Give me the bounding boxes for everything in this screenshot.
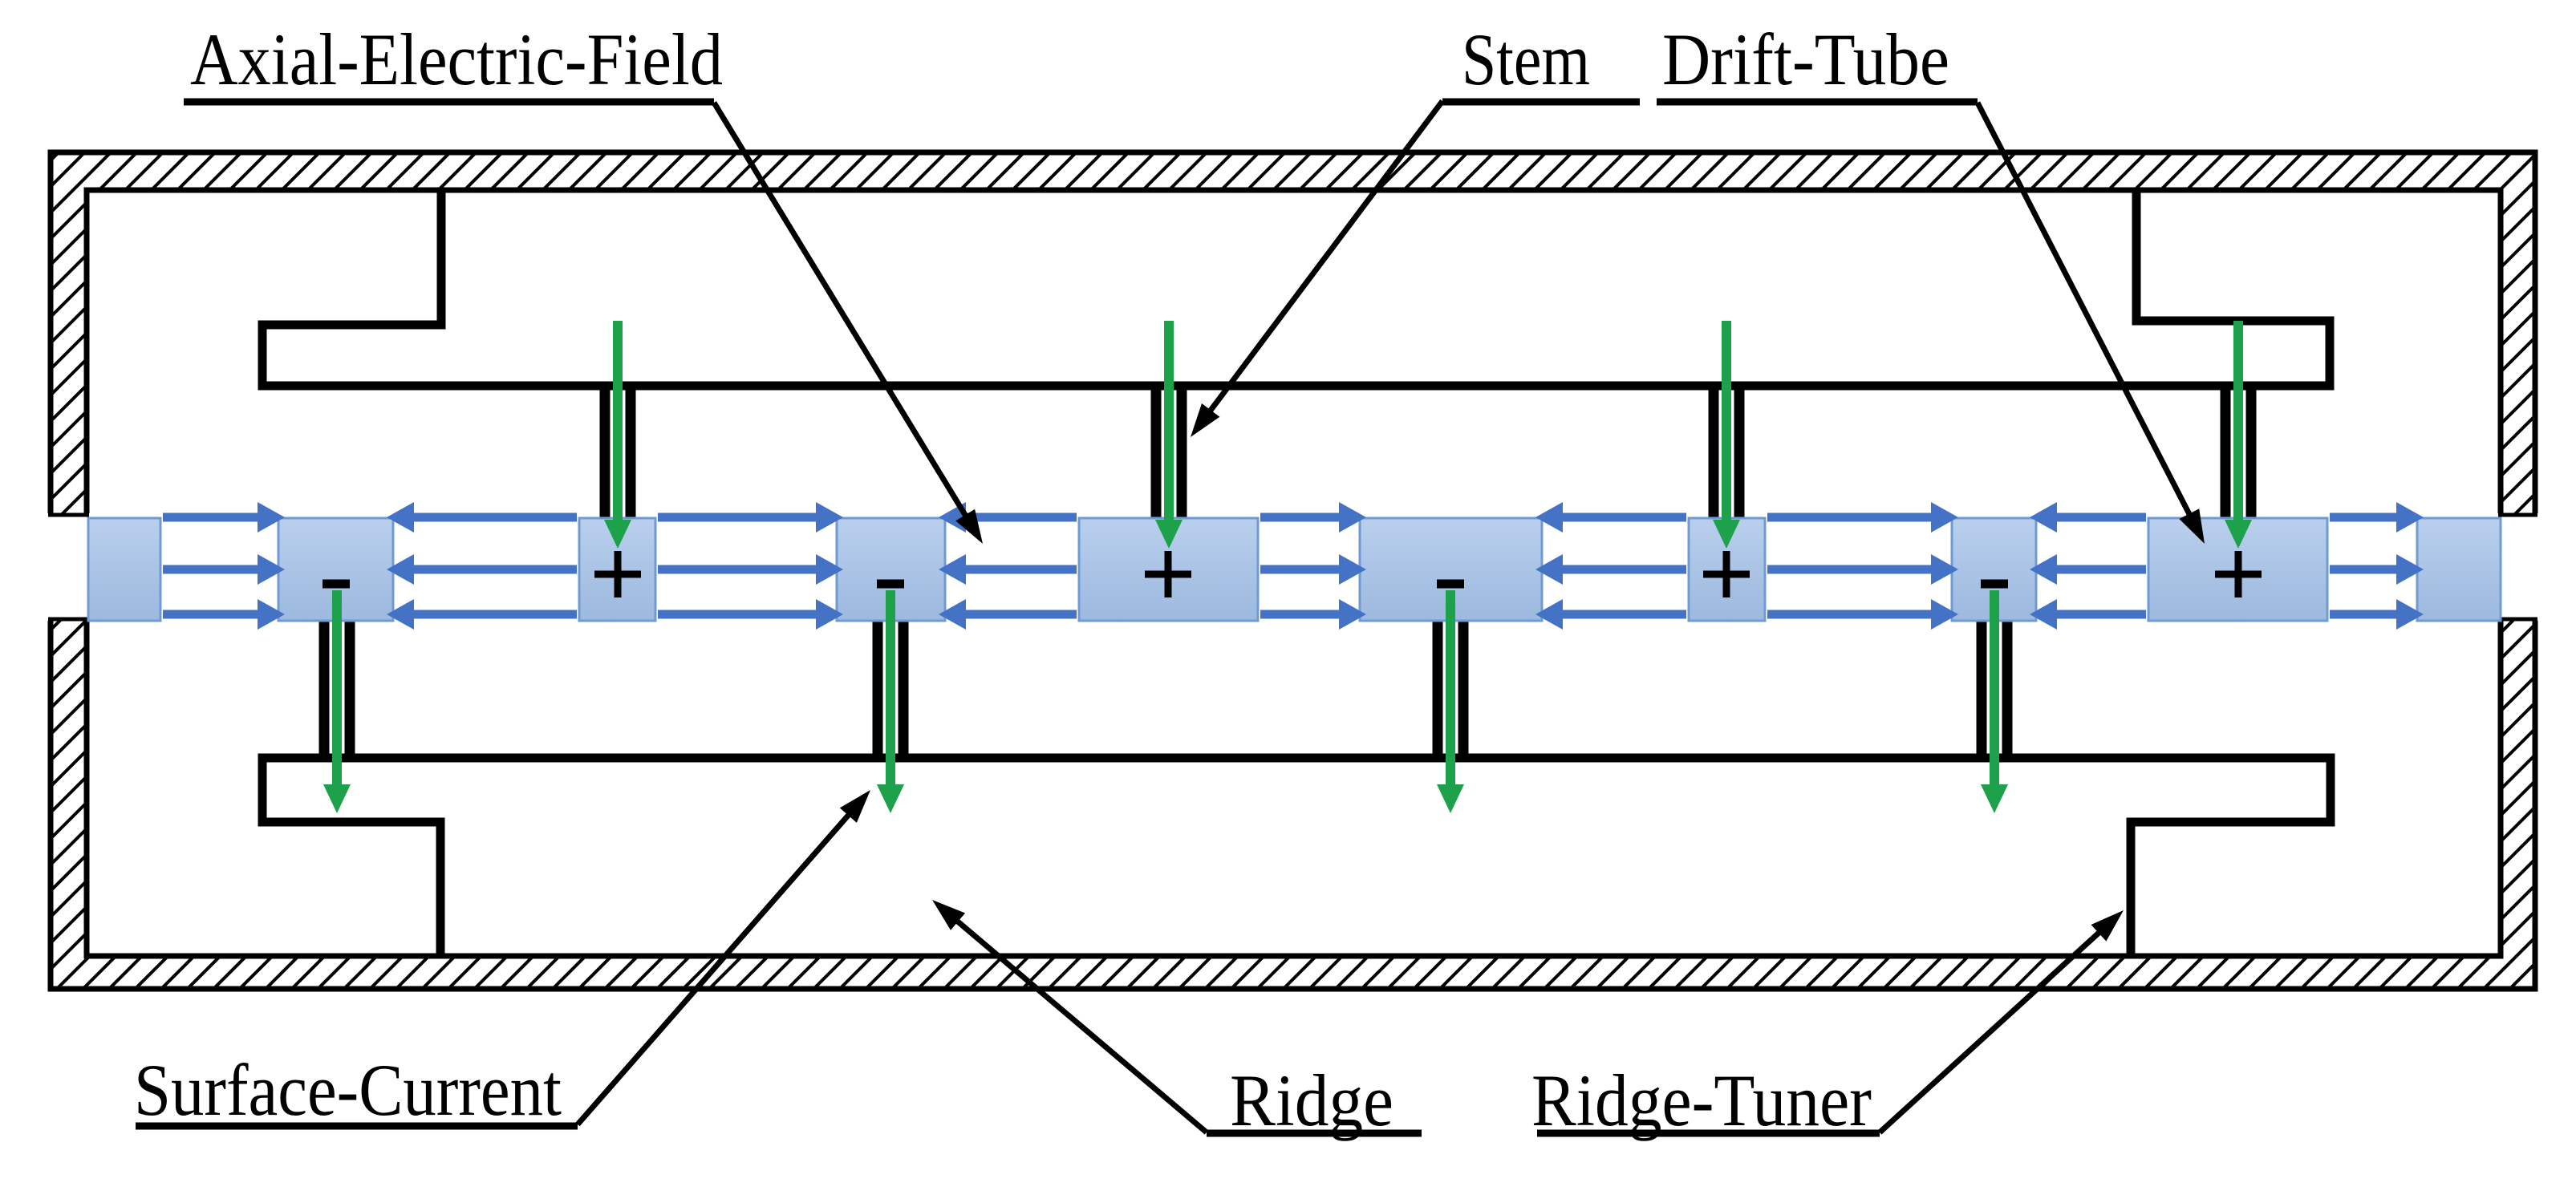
e-field-arrow <box>387 599 577 630</box>
leader-line-ridge-tuner <box>1877 927 2104 1135</box>
label-stem: Stem <box>1462 18 1590 100</box>
e-field-arrow <box>2030 502 2146 533</box>
leader-line-stem <box>1205 99 1445 416</box>
e-field-arrow <box>387 554 577 585</box>
e-field-arrow <box>163 599 285 630</box>
e-field-arrow <box>2330 502 2424 533</box>
surface-current-arrow <box>1437 590 1464 813</box>
minus-sign <box>323 579 350 589</box>
e-field-arrow <box>1260 554 1366 585</box>
leader-line-drift-tube <box>1974 101 2194 520</box>
charge-signs <box>323 551 2262 597</box>
surface-current-arrow <box>323 590 351 813</box>
surface-current-arrow <box>1981 590 2008 813</box>
label-surface-current: Surface-Current <box>134 1049 562 1131</box>
surface-current-arrow <box>2225 321 2252 549</box>
leader-arrowhead-ridge <box>932 900 966 930</box>
bottom-ridge-outline <box>258 753 2335 958</box>
surface-current-arrows <box>323 321 2252 813</box>
leader-arrowhead-ridge-tuner <box>2091 910 2124 942</box>
e-field-arrow <box>658 554 843 585</box>
e-field-arrow <box>658 502 843 533</box>
minus-sign <box>877 579 904 589</box>
leader-line-surface-current <box>575 809 854 1127</box>
e-field-arrow <box>1260 599 1366 630</box>
label-ridge: Ridge <box>1230 1059 1393 1141</box>
plus-sign <box>614 551 622 597</box>
minus-sign <box>1981 579 2008 589</box>
e-field-arrow <box>2030 599 2146 630</box>
leader-arrowhead-axial-electric-field <box>955 508 983 544</box>
label-axial-electric-field: Axial-Electric-Field <box>190 18 723 100</box>
drift-tube-end <box>2416 516 2502 622</box>
e-field-arrow <box>1767 502 1958 533</box>
e-field-arrow <box>163 502 285 533</box>
leader-arrowhead-drift-tube <box>2179 508 2205 544</box>
right-wall-beam-hole <box>2497 513 2538 621</box>
e-field-arrow <box>939 554 1077 585</box>
e-field-arrow <box>1535 599 1686 630</box>
e-field-arrow <box>1767 599 1958 630</box>
e-field-arrow <box>387 502 577 533</box>
minus-sign <box>1437 579 1464 589</box>
plus-sign <box>1722 551 1730 597</box>
e-field-arrow <box>939 502 1077 533</box>
e-field-arrow <box>939 599 1077 630</box>
leader-line-axial-electric-field <box>712 101 971 521</box>
left-wall-beam-hole <box>47 513 90 621</box>
e-field-arrow <box>2330 554 2424 585</box>
drift-tube-end <box>87 516 162 622</box>
e-field-arrow <box>163 554 285 585</box>
plus-sign <box>2234 551 2242 597</box>
plus-sign <box>1164 551 1172 597</box>
label-drift-tube: Drift-Tube <box>1662 18 1949 100</box>
e-field-arrow <box>658 599 843 630</box>
surface-current-arrow <box>604 321 631 549</box>
leader-arrowhead-stem <box>1191 403 1220 437</box>
top-ridge-outline <box>258 188 2335 391</box>
surface-current-arrow <box>877 590 904 813</box>
label-ridge-tuner: Ridge-Tuner <box>1531 1059 1872 1141</box>
e-field-arrow <box>1767 554 1958 585</box>
surface-current-arrow <box>1155 321 1183 549</box>
e-field-arrow <box>2330 599 2424 630</box>
axial-electric-field-arrows <box>163 502 2424 630</box>
e-field-arrow <box>2030 554 2146 585</box>
leader-line-ridge <box>952 916 1209 1135</box>
surface-current-arrow <box>1713 321 1740 549</box>
e-field-arrow <box>1535 502 1686 533</box>
leader-arrowhead-surface-current <box>839 790 870 823</box>
ridge-outlines <box>258 188 2335 958</box>
stem-lines <box>318 382 2257 762</box>
text-labels: Axial-Electric-Field Stem Drift-TubeSurfac… <box>134 18 1978 1141</box>
e-field-arrow <box>1260 502 1366 533</box>
e-field-arrow <box>1535 554 1686 585</box>
label-leader-lines <box>575 99 2205 1135</box>
